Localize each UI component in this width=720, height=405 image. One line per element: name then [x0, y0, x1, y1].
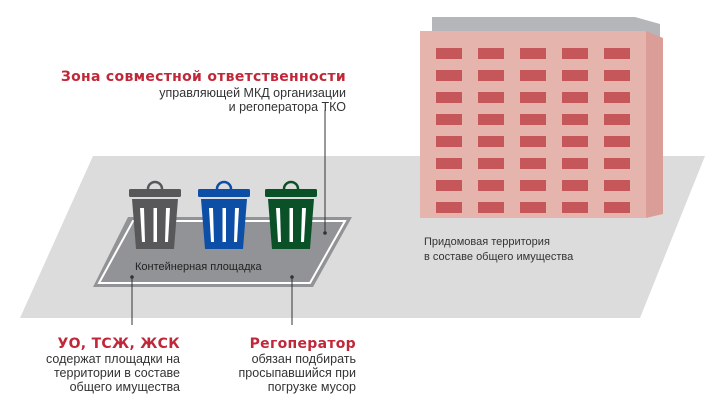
window	[562, 202, 588, 213]
window	[520, 92, 546, 103]
uo-line-2: территории в составе	[54, 366, 180, 380]
trash-bin-blue-icon	[198, 180, 250, 249]
window	[520, 180, 546, 191]
window	[520, 136, 546, 147]
window	[436, 48, 462, 59]
window	[520, 70, 546, 81]
window	[520, 158, 546, 169]
window	[562, 70, 588, 81]
uo-line-3: общего имущества	[70, 380, 180, 394]
zone-line-2: и регоператора ТКО	[229, 100, 347, 114]
regoperator-title: Регоператор	[250, 336, 356, 352]
window	[478, 70, 504, 81]
window	[562, 114, 588, 125]
regoperator-line-3: погрузке мусор	[268, 380, 356, 394]
window	[604, 114, 630, 125]
window	[520, 202, 546, 213]
window	[436, 158, 462, 169]
zone-line-1: управляющей МКД организации	[159, 86, 346, 100]
window	[604, 92, 630, 103]
trash-bin-gray-icon	[129, 180, 181, 249]
window	[478, 158, 504, 169]
territory-line-2: в составе общего имущества	[424, 251, 574, 263]
uo-title: УО, ТСЖ, ЖСК	[58, 336, 181, 352]
window	[436, 70, 462, 81]
window	[604, 180, 630, 191]
window	[562, 48, 588, 59]
window	[604, 158, 630, 169]
window	[520, 48, 546, 59]
apartment-building	[420, 17, 663, 218]
zone-title: Зона совместной ответственности	[61, 69, 346, 85]
window	[604, 202, 630, 213]
window	[604, 136, 630, 147]
window	[562, 180, 588, 191]
window	[478, 92, 504, 103]
window	[436, 114, 462, 125]
window	[436, 92, 462, 103]
uo-line-1: содержат площадки на	[46, 352, 180, 366]
platform-label: Контейнерная площадка	[135, 261, 263, 273]
window	[436, 136, 462, 147]
window	[436, 202, 462, 213]
window	[520, 114, 546, 125]
window	[604, 70, 630, 81]
window	[478, 114, 504, 125]
regoperator-line-2: просыпавшийся при	[239, 366, 356, 380]
window	[478, 180, 504, 191]
window	[562, 158, 588, 169]
window	[478, 202, 504, 213]
window	[604, 48, 630, 59]
window	[562, 136, 588, 147]
territory-line-1: Придомовая территория	[424, 236, 550, 248]
trash-bin-green-icon	[265, 180, 317, 249]
window	[478, 136, 504, 147]
window	[478, 48, 504, 59]
window	[562, 92, 588, 103]
window	[436, 180, 462, 191]
regoperator-line-1: обязан подбирать	[252, 352, 356, 366]
